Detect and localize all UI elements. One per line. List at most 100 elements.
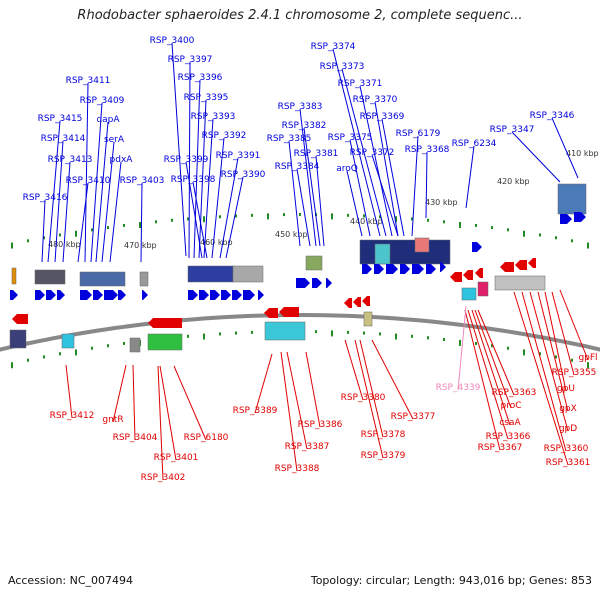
tick-mark-0-220 <box>219 215 221 219</box>
gene-leader-line <box>529 291 569 432</box>
gene-leader-line <box>109 161 122 263</box>
gene-leader-line <box>467 309 509 440</box>
gene-leader-line <box>211 137 225 259</box>
gene-leader-line <box>465 145 475 209</box>
gene-leader-line <box>254 353 273 414</box>
tick-mark-0-380 <box>379 215 381 219</box>
gene-label: RSP_3402 <box>141 473 186 483</box>
tick-mark-1-492 <box>491 344 493 348</box>
gene-label: serA <box>104 135 125 145</box>
gene-label: RSP_3386 <box>298 420 343 430</box>
feature-block <box>129 337 141 353</box>
tick-mark-0-332 <box>331 213 333 220</box>
gene-label: RSP_6180 <box>184 433 229 443</box>
forward-gene-arrow <box>232 290 242 300</box>
gene-label: RSP_3383 <box>278 102 323 112</box>
scale-label: 410 kbp <box>566 149 599 158</box>
tick-mark-1-44 <box>43 355 45 359</box>
tick-mark-0-492 <box>491 226 493 230</box>
tick-mark-1-252 <box>251 330 253 334</box>
forward-gene-arrow <box>258 290 264 300</box>
tick-mark-1-540 <box>539 352 541 356</box>
gene-label: RSP_3400 <box>150 36 195 46</box>
gene-label: aroQ <box>336 164 358 174</box>
gene-leader-line <box>192 181 208 259</box>
gene-leader-line <box>112 364 127 423</box>
tick-mark-0-284 <box>283 213 285 217</box>
tick-mark-1-380 <box>379 332 381 336</box>
tick-mark-0-444 <box>443 220 445 224</box>
gene-label: RSP_3382 <box>282 121 327 131</box>
feature-block <box>34 269 66 285</box>
reverse-gene-arrow <box>344 298 352 308</box>
accession-label: Accession: NC_007494 <box>8 574 134 587</box>
forward-gene-arrow <box>386 264 398 274</box>
gene-label: RSP_3377 <box>391 412 436 422</box>
gene-leader-line <box>157 365 164 481</box>
tick-mark-0-572 <box>571 239 573 243</box>
feature-block <box>147 333 183 351</box>
features-layer <box>9 183 587 353</box>
tick-mark-0-188 <box>187 217 189 221</box>
reverse-gene-arrow <box>500 262 514 272</box>
gene-leader-line <box>173 365 207 441</box>
gene-leader-line <box>90 102 103 263</box>
scale-label: 470 kbp <box>124 241 157 250</box>
tick-mark-1-588 <box>587 362 589 369</box>
feature-block <box>139 271 149 287</box>
forward-gene-arrow <box>296 278 310 288</box>
gene-label: RSP_3392 <box>202 131 247 141</box>
gene-leader-line <box>411 135 419 237</box>
scale-label: 450 kbp <box>275 230 308 239</box>
gene-label: RSP_3378 <box>361 430 406 440</box>
tick-mark-0-268 <box>267 213 269 220</box>
tick-mark-0-556 <box>555 236 557 240</box>
tick-mark-0-476 <box>475 223 477 227</box>
tick-mark-1-364 <box>363 331 365 335</box>
gene-leader-line <box>551 117 579 179</box>
gene-leader-line <box>332 48 381 237</box>
tick-mark-0-204 <box>203 216 205 223</box>
tick-mark-1-236 <box>235 331 237 335</box>
gene-label: RSP_3412 <box>50 411 95 421</box>
gene-label: RSP_3390 <box>221 170 266 180</box>
scale-label: 430 kbp <box>425 198 458 207</box>
gene-label: csaA <box>499 418 521 428</box>
tick-mark-0-172 <box>171 218 173 222</box>
tick-mark-1-524 <box>523 349 525 356</box>
tick-mark-1-556 <box>555 355 557 359</box>
tick-mark-0-348 <box>347 213 349 217</box>
feature-block <box>477 281 489 297</box>
forward-gene-arrow <box>80 290 92 300</box>
gene-labels-layer: RSP_3400RSP_3397RSP_3396RSP_3395RSP_3393… <box>23 36 598 483</box>
gene-leader-line <box>296 168 311 247</box>
feature-block <box>9 329 27 349</box>
gene-leader-line <box>537 291 569 412</box>
forward-gene-arrow <box>210 290 220 300</box>
tick-mark-1-92 <box>91 346 93 350</box>
gene-label: dapA <box>96 115 120 125</box>
feature-block <box>264 321 306 341</box>
gene-label: RSP_3381 <box>294 149 339 159</box>
forward-gene-arrow <box>426 264 436 274</box>
gene-label: RSP_3346 <box>530 111 575 121</box>
forward-gene-arrow <box>188 290 198 300</box>
forward-gene-arrow <box>35 290 45 300</box>
gene-leader-line <box>303 127 321 247</box>
map-title: Rhodobacter sphaeroides 2.4.1 chromosome… <box>77 8 523 23</box>
gene-leader-line <box>349 139 371 237</box>
forward-gene-arrow <box>374 264 384 274</box>
forward-gene-arrow <box>472 242 482 252</box>
gene-label: RSP_3368 <box>405 145 450 155</box>
tick-mark-0-540 <box>539 233 541 237</box>
tick-mark-0-124 <box>123 223 125 227</box>
gene-leader-line <box>47 120 61 263</box>
feature-block <box>363 311 373 327</box>
gene-label: RSP_3369 <box>360 112 405 122</box>
gene-label: RSP_3393 <box>191 112 236 122</box>
tick-mark-0-508 <box>507 228 509 232</box>
gene-leader-line <box>464 309 501 451</box>
tick-mark-0-60 <box>59 233 61 237</box>
forward-gene-arrow <box>221 290 231 300</box>
